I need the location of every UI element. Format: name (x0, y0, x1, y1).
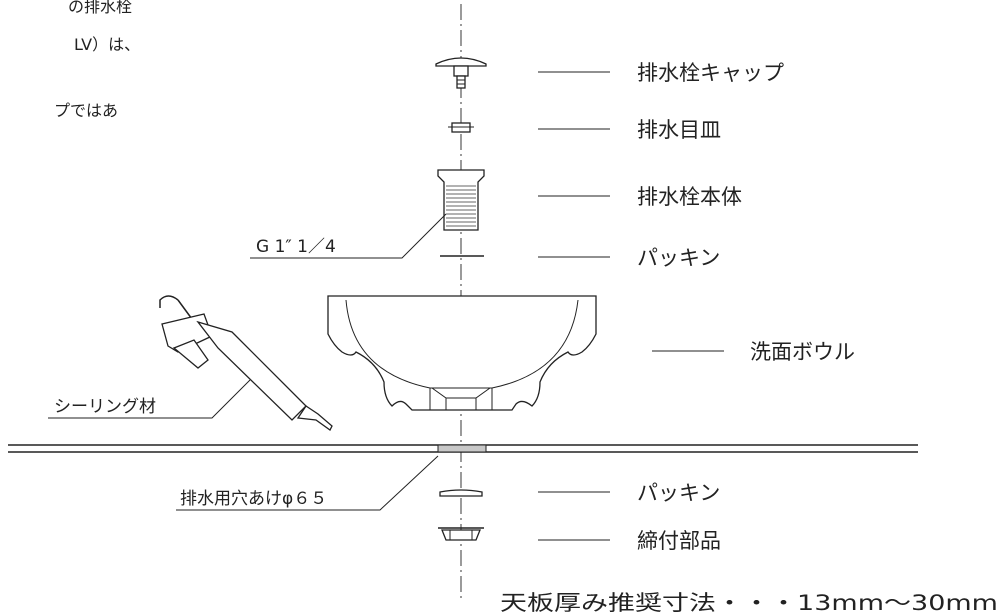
drain-plate-drawing (448, 122, 474, 133)
label-thread-spec: G 1″ 1／4 (256, 237, 336, 257)
intro-line-1: の排水栓 (68, 0, 132, 16)
label-packing-bottom: パッキン (637, 481, 720, 505)
intro-line-2: LV）は、 (74, 35, 140, 54)
countertop-drawing (8, 444, 918, 453)
sealant-callout: シーリング材 (48, 379, 251, 419)
fastener-drawing (438, 527, 484, 541)
label-drill-hole: 排水用穴あけφ６５ (180, 489, 327, 509)
label-fastener: 締付部品 (637, 529, 721, 553)
label-packing-top: パッキン (637, 246, 720, 270)
leader-lines (538, 71, 724, 541)
intro-line-3: プではあ (54, 101, 118, 120)
label-sealant: シーリング材 (54, 397, 156, 417)
thread-callout: G 1″ 1／4 (250, 213, 447, 259)
drain-body-drawing (437, 169, 485, 231)
label-drain-plate: 排水目皿 (637, 118, 721, 142)
label-wash-bowl: 洗面ボウル (750, 340, 855, 364)
hole-callout: 排水用穴あけφ６５ (176, 455, 439, 511)
drain-cap-drawing (435, 57, 487, 89)
thickness-note: 天板厚み推奨寸法・・・13mm〜30mm (500, 591, 998, 615)
bottom-packing-drawing (439, 489, 483, 497)
label-drain-cap: 排水栓キャップ (637, 61, 784, 85)
wash-bowl-drawing (327, 295, 597, 411)
intro-text: の排水栓 LV）は、 プではあ (54, 0, 140, 120)
label-drain-body: 排水栓本体 (637, 185, 742, 209)
sealant-gun-drawing (159, 295, 333, 431)
